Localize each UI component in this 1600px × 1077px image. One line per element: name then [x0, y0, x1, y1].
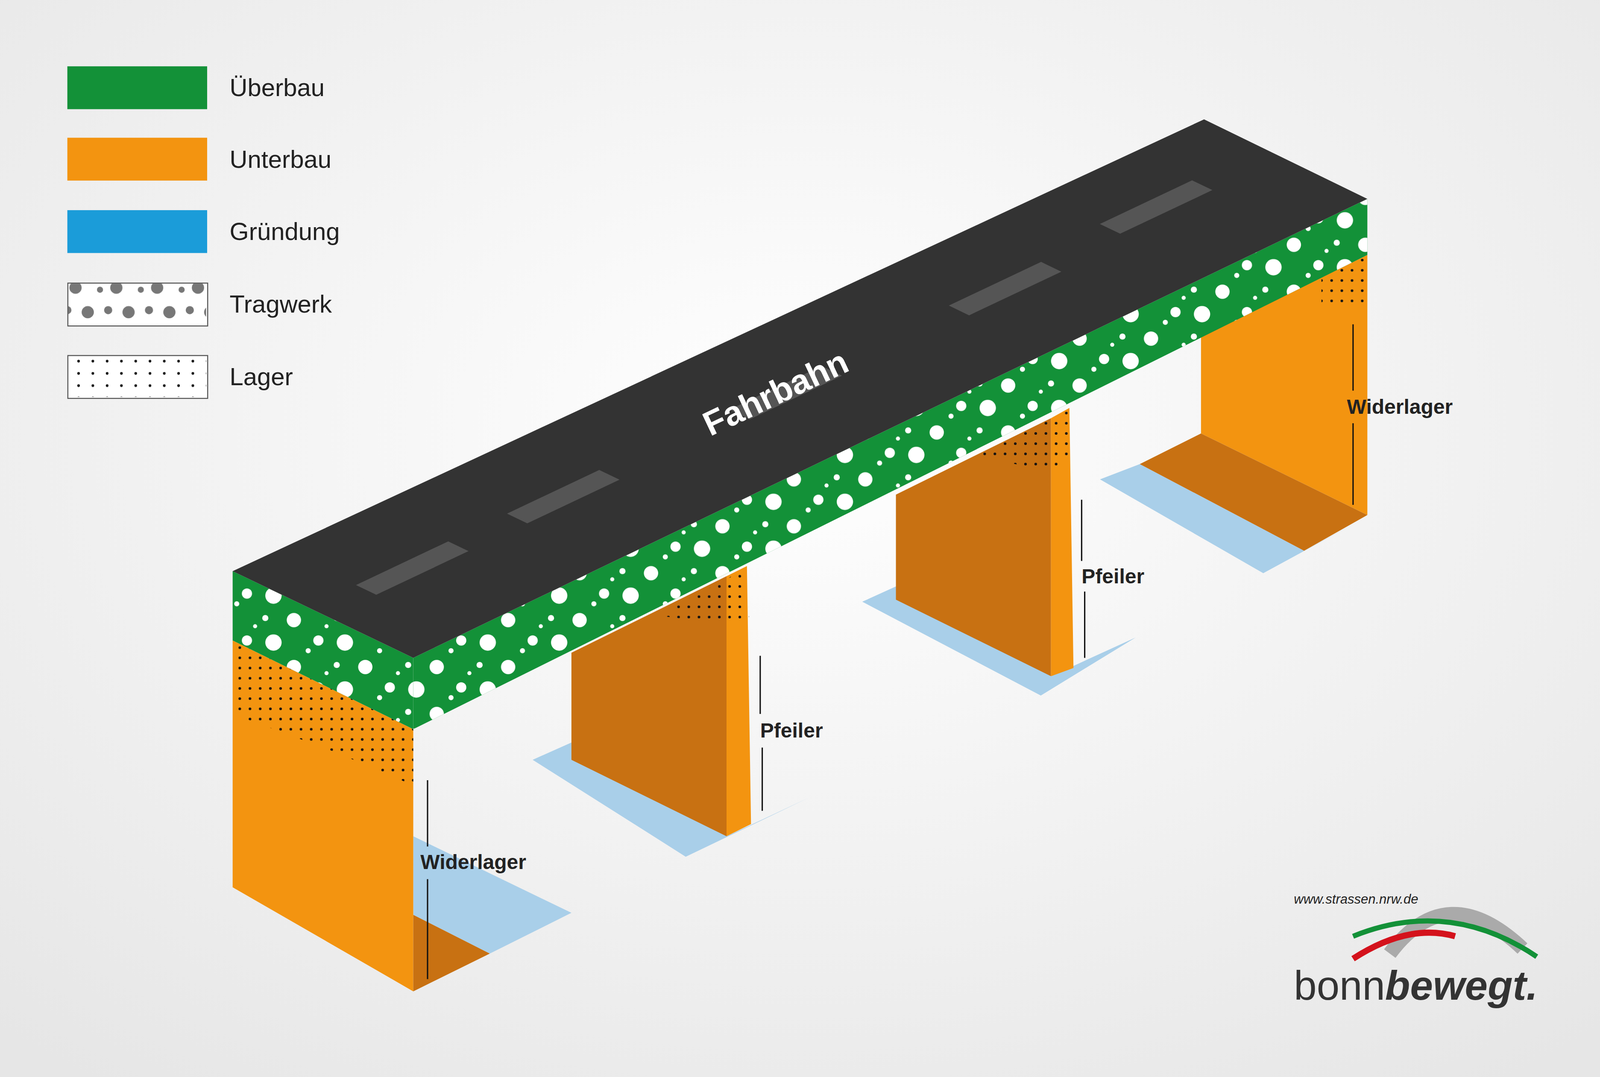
legend-swatch — [67, 210, 208, 253]
legend-label: Überbau — [229, 75, 325, 100]
lane-dash — [1099, 180, 1213, 234]
part-label: Pfeiler — [760, 720, 824, 742]
lane-dash — [506, 470, 620, 524]
legend-label: Tragwerk — [229, 291, 333, 317]
part-label: Widerlager — [420, 852, 527, 873]
legend-label: Unterbau — [229, 146, 332, 172]
website-url: www.strassen.nrw.de — [1293, 892, 1419, 906]
logo-text: bonn — [1293, 965, 1386, 1007]
legend-swatch — [67, 66, 208, 109]
legend-pattern — [68, 356, 207, 398]
legend-pattern — [68, 283, 207, 325]
part-label: Pfeiler — [1081, 566, 1145, 587]
legend-label: Gründung — [229, 219, 340, 244]
lane-dash — [948, 261, 1061, 316]
legend-label: Lager — [229, 364, 294, 390]
lane-dash — [355, 541, 469, 595]
legend-swatch — [67, 355, 208, 399]
logo-text: bewegt. — [1385, 965, 1538, 1007]
legend-swatch — [67, 137, 208, 181]
part-label: Widerlager — [1347, 396, 1454, 418]
legend-swatch — [67, 283, 208, 326]
